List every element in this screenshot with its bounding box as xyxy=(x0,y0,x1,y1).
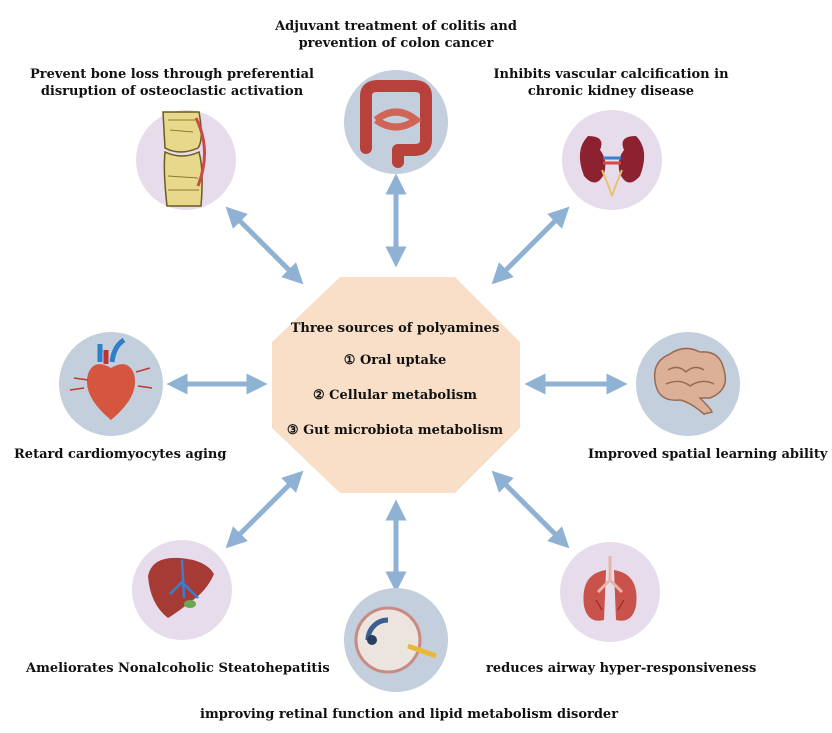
liver-icon xyxy=(148,557,214,618)
label-bone: Prevent bone loss through preferential d… xyxy=(22,66,322,100)
source-text-2: Cellular metabolism xyxy=(329,388,478,403)
colon-icon xyxy=(360,80,432,168)
circle-lung xyxy=(560,542,660,642)
label-kidney: Inhibits vascular calcification in chron… xyxy=(486,66,736,100)
source-item-1: ① Oral uptake xyxy=(270,353,520,368)
source-marker-3: ③ xyxy=(286,423,299,438)
label-colon-line1: Adjuvant treatment of colitis and xyxy=(275,19,517,34)
arrow-lung xyxy=(491,470,570,549)
label-bone-line2: disruption of osteoclastic activation xyxy=(40,84,304,99)
bone-joint-icon xyxy=(162,111,207,207)
source-text-3: Gut microbiota metabolism xyxy=(303,423,504,438)
label-liver: Ameliorates Nonalcoholic Steatohepatitis xyxy=(26,661,330,676)
source-marker-1: ① xyxy=(343,353,356,368)
label-kidney-line1: Inhibits vascular calcification in xyxy=(493,67,729,82)
label-lung: reduces airway hyper-responsiveness xyxy=(486,661,757,676)
center-octagon xyxy=(272,277,520,493)
label-colon: Adjuvant treatment of colitis and preven… xyxy=(266,18,526,52)
source-marker-2: ② xyxy=(312,388,325,403)
center-title: Three sources of polyamines xyxy=(290,321,500,336)
brain-icon xyxy=(653,347,727,415)
source-text-1: Oral uptake xyxy=(359,353,447,368)
circle-kidney xyxy=(562,110,662,210)
heart-icon xyxy=(69,337,153,420)
source-item-2: ② Cellular metabolism xyxy=(270,388,520,403)
arrow-kidney xyxy=(491,206,570,285)
lung-icon xyxy=(583,556,637,621)
label-bone-line1: Prevent bone loss through preferential xyxy=(30,67,314,82)
label-eye: improving retinal function and lipid met… xyxy=(200,707,619,722)
label-colon-line2: prevention of colon cancer xyxy=(298,36,494,51)
eye-icon xyxy=(354,606,437,674)
label-kidney-line2: chronic kidney disease xyxy=(527,84,695,99)
source-item-3: ③ Gut microbiota metabolism xyxy=(270,423,520,438)
label-brain: Improved spatial learning ability xyxy=(588,447,828,462)
label-heart: Retard cardiomyocytes aging xyxy=(14,447,227,462)
arrow-bone xyxy=(225,206,304,285)
kidney-icon xyxy=(579,136,645,197)
arrow-liver xyxy=(225,470,304,549)
